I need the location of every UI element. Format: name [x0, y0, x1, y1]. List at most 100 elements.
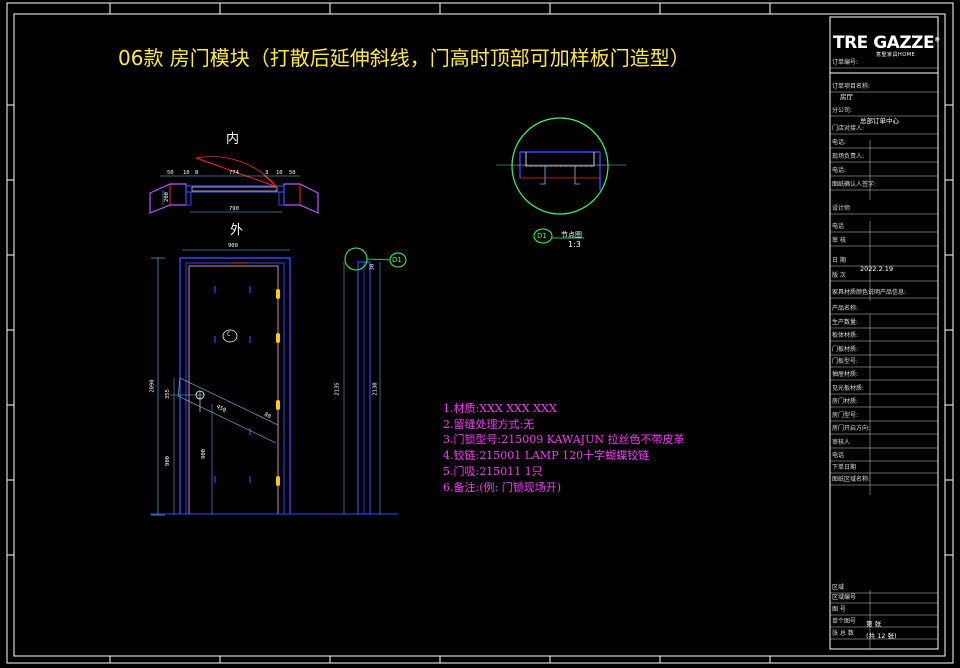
- detail-scale: 1:3: [568, 240, 581, 249]
- title-block-row: 下单日期: [830, 464, 938, 471]
- title-block-label: 房门型号:: [832, 412, 859, 419]
- title-block-label: 抽屉材质:: [832, 371, 859, 378]
- hinge-2: [276, 333, 280, 343]
- title-block-label: 审 核: [832, 237, 846, 244]
- title-block-row: 张 总 数: [830, 630, 938, 637]
- plan-wall-right: [283, 183, 319, 214]
- note-6: 6.备注:(例: 门锁现场开): [443, 480, 561, 494]
- elevation-dim-total: 2090: [149, 379, 156, 393]
- title-block-row: 家具材质颜色说明产品信息:: [830, 289, 938, 296]
- title-block-label: 电话: [832, 223, 845, 230]
- title-block-row: 图纸确认人签字:: [830, 181, 938, 188]
- elevation-dim-upper: 355: [164, 389, 171, 399]
- title-block-label: 日 期: [832, 257, 846, 264]
- title-block-value: 2022.2.19: [860, 265, 894, 273]
- title-block: 订单编号:订单项目名称:房厅分公司:总部订单中心门店对接人:电话:现场负责人:电…: [830, 17, 938, 649]
- door-leaf: [188, 265, 279, 515]
- title-block-label: 设计师: [832, 205, 851, 212]
- note-4: 4.铰链:215001 LAMP 120十字蝴蝶铰链: [443, 449, 650, 463]
- section-dim-top: 30: [369, 263, 376, 271]
- brand-logo: TRE GAZZE®: [833, 33, 940, 53]
- section-view: [343, 247, 407, 515]
- title-block-label: 电话:: [832, 139, 847, 146]
- title-block-row: 产品名称:: [830, 305, 938, 312]
- section-dim-height-1: 2135: [334, 382, 341, 396]
- section-dim-height-2: 2130: [372, 382, 379, 396]
- hinge-1: [276, 289, 280, 299]
- title-block-value: 第 张: [866, 620, 882, 628]
- plan-dim-3: 8: [195, 170, 199, 176]
- title-block-frame: [829, 16, 939, 650]
- title-block-label: 电话:: [832, 167, 847, 174]
- notes-block: 1.材质:XXX XXX XXX 2.留缝处理方式:无 3.门锁型号:21500…: [443, 401, 684, 495]
- plan-dim-6: 10: [276, 170, 283, 176]
- brand-logo-sub: 意墅家具HOME: [876, 52, 916, 58]
- title-block-row: 区域: [830, 584, 938, 591]
- title-block-value: 总部订单中心: [860, 117, 899, 125]
- border-ticks: [7, 3, 953, 663]
- title-block-label: 审核人: [832, 439, 851, 446]
- title-block-label: 门板型号:: [832, 358, 859, 365]
- drawing-title: 06款 房门模块（打散后延伸斜线，门高时顶部可加样板门造型）: [118, 46, 690, 70]
- plan-door-swing: [195, 157, 278, 188]
- section-callout-circle: [344, 247, 368, 271]
- title-block-label: 见光板材质:: [832, 385, 865, 392]
- plan-view: [149, 156, 319, 214]
- plan-dim-4: 774: [229, 170, 239, 176]
- plan-dim-2: 10: [183, 170, 190, 176]
- title-block-row: 房门开启方向:: [830, 425, 938, 432]
- title-block-label: 生产数量:: [832, 319, 859, 326]
- elevation-dim-width: 900: [228, 243, 238, 249]
- hinge-3: [276, 400, 280, 410]
- plan-frame: [185, 185, 285, 193]
- elevation-dim-lower: 900: [164, 456, 171, 466]
- detail-callout-tag: [533, 228, 553, 244]
- plan-dim-7: 50: [289, 170, 296, 176]
- title-block-value: (共 12 张): [866, 632, 897, 640]
- title-block-row: 现场负责人:: [830, 153, 938, 160]
- door-frame: [179, 257, 291, 514]
- plan-dim-5: 3: [265, 170, 269, 176]
- title-block-row: 电话:: [830, 139, 938, 146]
- outer-border: [6, 2, 954, 664]
- title-block-row: 门店对接人:: [830, 125, 938, 132]
- title-block-row: 生产数量:: [830, 319, 938, 326]
- title-block-row: 订单编号:: [830, 59, 938, 66]
- title-block-label: 分公司:: [832, 107, 853, 114]
- title-block-label: 张 总 数: [832, 630, 854, 637]
- title-block-row: 分公司:: [830, 107, 938, 114]
- title-block-label: 订单项目名称:: [832, 83, 871, 90]
- plan-dim-1: 50: [167, 170, 174, 176]
- detail-label: 节点图: [561, 231, 582, 239]
- note-2: 2.留缝处理方式:无: [443, 417, 535, 431]
- title-block-label: 产品名称:: [832, 305, 859, 312]
- title-block-label: 图纸确认人签字:: [832, 181, 877, 188]
- note-1: 1.材质:XXX XXX XXX: [443, 402, 557, 415]
- note-5: 5.门吸:215011 1只: [443, 464, 543, 478]
- title-block-row: 电话:: [830, 167, 938, 174]
- section-callout-label: D1: [392, 256, 402, 264]
- title-block-row: 抽屉材质:: [830, 371, 938, 378]
- plan-door-leaf: [191, 186, 278, 192]
- plan-dim-bottom: 790: [229, 206, 239, 212]
- handle-marker: [222, 329, 238, 343]
- title-block-label: 家具材质颜色说明产品信息:: [832, 289, 907, 296]
- elevation-view: [150, 249, 398, 516]
- detail-view: [496, 117, 626, 244]
- inside-label: 内: [226, 132, 240, 147]
- handle-label: C: [227, 331, 231, 338]
- title-block-label: 现场负责人:: [832, 153, 865, 160]
- title-block-label: 图 号: [832, 606, 846, 613]
- inner-border: [13, 13, 946, 657]
- title-block-label: 区域: [832, 584, 845, 591]
- title-block-row: 单个图号: [830, 618, 938, 625]
- title-block-row: 图 号: [830, 606, 938, 613]
- title-block-label: 图纸区域名称:: [832, 476, 871, 483]
- title-block-row: 板体材质:: [830, 332, 938, 339]
- title-block-row: 版 次: [830, 272, 938, 279]
- title-block-row: 订单项目名称:: [830, 83, 938, 90]
- title-block-label: 下单日期: [832, 464, 857, 471]
- title-block-row: 电话: [830, 452, 938, 459]
- title-block-label: 区域编号: [832, 594, 857, 601]
